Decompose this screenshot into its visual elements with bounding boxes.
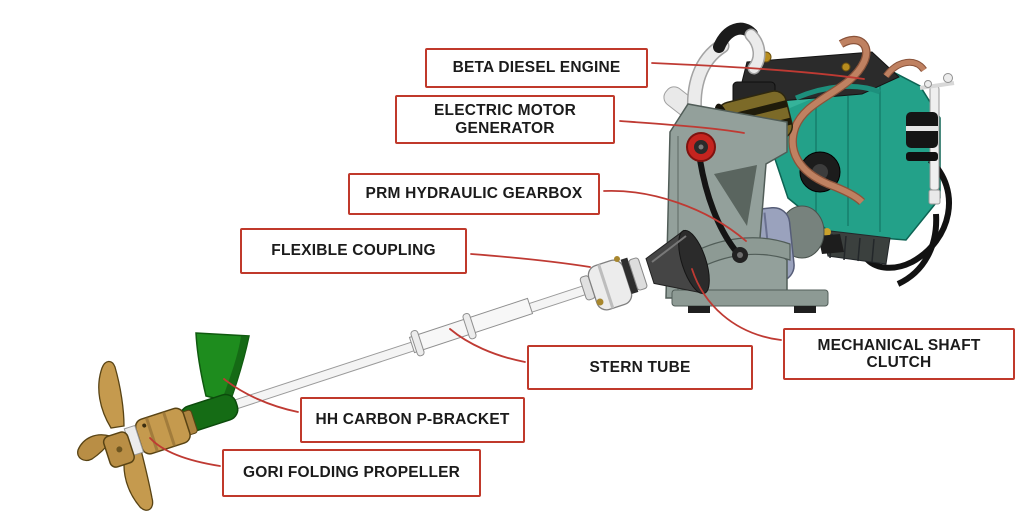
- label-text: ELECTRIC MOTOR GENERATOR: [433, 102, 576, 137]
- label-gori-folding-propeller: GORI FOLDING PROPELLER: [222, 449, 481, 497]
- engine-block: [739, 35, 955, 287]
- copper-pipe: [789, 37, 870, 205]
- label-beta-diesel-engine: BETA DIESEL ENGINE: [425, 48, 648, 88]
- label-text: BETA DIESEL ENGINE: [452, 59, 621, 77]
- leader-electric-motor: [619, 120, 745, 134]
- belt-drive: [686, 132, 748, 263]
- stern-tube-part: [408, 297, 534, 357]
- label-text: PRM HYDRAULIC GEARBOX: [365, 185, 583, 203]
- leader-hh-p-bracket: [223, 378, 299, 413]
- leader-beta-diesel-engine: [651, 62, 865, 80]
- label-text: FLEXIBLE COUPLING: [271, 242, 436, 260]
- label-prm-hydraulic-gearbox: PRM HYDRAULIC GEARBOX: [348, 173, 600, 215]
- label-text: GORI FOLDING PROPELLER: [242, 464, 461, 482]
- label-electric-motor-generator: ELECTRIC MOTOR GENERATOR: [395, 95, 615, 144]
- label-hh-carbon-p-bracket: HH CARBON P-BRACKET: [300, 397, 525, 443]
- leader-prm-gearbox: [603, 189, 747, 242]
- folding-propeller: [77, 360, 198, 511]
- label-flexible-coupling: FLEXIBLE COUPLING: [240, 228, 467, 274]
- fuel-hose: [863, 157, 952, 271]
- shaft-clutch: [645, 229, 710, 295]
- leader-mechanical-clutch: [691, 268, 782, 341]
- flexible-coupling-part: [579, 256, 648, 311]
- leader-flexible-coupling: [470, 253, 591, 268]
- label-stern-tube: STERN TUBE: [527, 345, 753, 390]
- propeller-hub: [102, 407, 198, 468]
- leader-stern-tube: [449, 328, 526, 363]
- leader-gori-propeller: [149, 437, 221, 467]
- fuel-valve: [924, 80, 932, 88]
- label-text: HH CARBON P-BRACKET: [315, 411, 510, 429]
- label-mechanical-shaft-clutch: MECHANICAL SHAFT CLUTCH: [783, 328, 1015, 380]
- label-text: STERN TUBE: [589, 358, 691, 376]
- label-text: MECHANICAL SHAFT CLUTCH: [817, 336, 981, 371]
